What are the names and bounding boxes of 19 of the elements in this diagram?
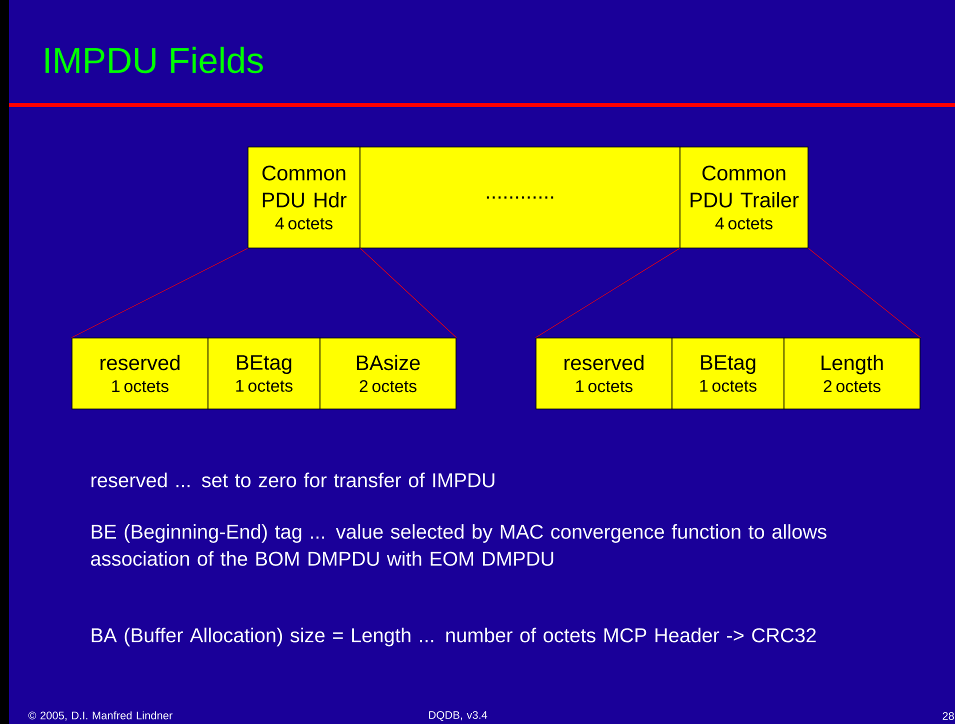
- slide-title: IMPDU Fields: [46, 46, 263, 74]
- field-box: reserved 1 octets: [72, 338, 208, 410]
- zoom-line: [535, 248, 680, 338]
- note-text: BA (Buffer Allocation) size = Length ... number of octets MCP Header -> CRC32: [92, 628, 816, 646]
- field-box: reserved 1 octets: [536, 338, 672, 410]
- footer-text: DQDB, v3.4: [429, 711, 488, 721]
- zoom-line: [360, 248, 457, 338]
- footer-text: © 2005, D.I. Manfred Lindner: [28, 711, 172, 721]
- field-box: BAsize 2 octets: [320, 338, 456, 410]
- zoom-line: [808, 248, 921, 338]
- note-text: BE (Beginning-End) tag ... value selected by MAC convergence function to allows association of the BOM DMPDU with EOM DMPDU: [91, 524, 826, 566]
- field-box: Common PDU Hdr 4 octets: [248, 146, 360, 248]
- note-text: reserved ... set to zero for transfer of IMPDU: [92, 472, 494, 488]
- field-box: Common PDU Trailer 4 octets: [680, 146, 808, 248]
- field-box: BEtag 1 octets: [672, 338, 784, 410]
- zoom-line: [71, 248, 248, 338]
- field-box: Length 2 octets: [784, 338, 920, 410]
- field-box: BEtag 1 octets: [208, 338, 320, 410]
- page-number: 28: [942, 712, 954, 720]
